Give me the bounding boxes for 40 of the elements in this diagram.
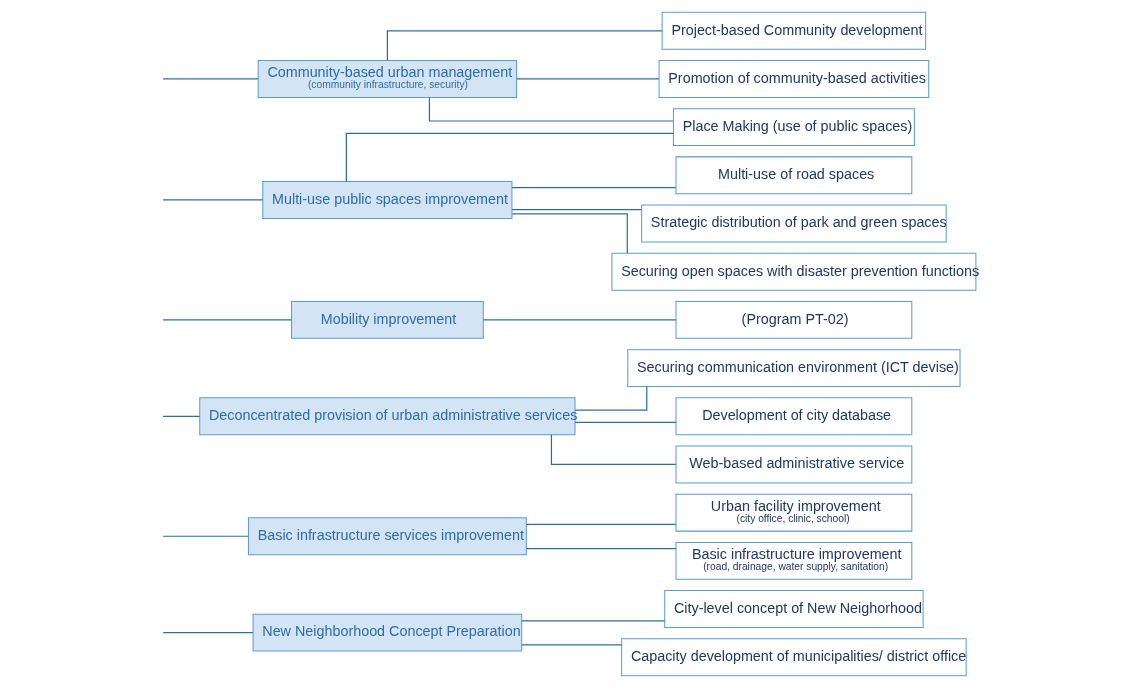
connector <box>511 213 628 254</box>
connector <box>520 620 665 622</box>
node-box: Securing communication environment (ICT devise) <box>626 349 961 388</box>
connector <box>574 421 677 424</box>
connector <box>428 96 674 122</box>
node-box: Promotion of community-based activities <box>658 60 929 98</box>
node-box: Project-based Community development <box>661 11 926 50</box>
connector <box>525 547 677 550</box>
connector <box>386 30 663 62</box>
connector <box>550 434 676 466</box>
node-box: Development of city database <box>675 397 912 436</box>
connector <box>162 415 200 417</box>
node-box: (Program PT-02) <box>675 300 912 339</box>
node-box: Multi-use of road spaces <box>675 156 912 195</box>
node-box: Web-based administrative service <box>675 445 912 484</box>
node-box: Basic infrastructure services improvement <box>247 517 527 556</box>
connector <box>520 644 622 646</box>
node-box: Urban facility improvement (city office, clinic, school) <box>675 493 912 532</box>
node-box: Basic infrastructure improvement (road, drainage, water supply, sanitation) <box>675 541 912 580</box>
connector <box>511 208 642 211</box>
connector <box>574 386 647 411</box>
node-box: Mobility improvement <box>290 300 484 339</box>
node-box: Strategic distribution of park and green spaces <box>640 204 947 243</box>
connector <box>482 319 677 321</box>
connector <box>162 632 253 634</box>
node-box: Place Making (use of public spaces) <box>672 108 915 147</box>
connector <box>162 535 249 537</box>
node-box: New Neighborhood Concept Preparation <box>252 613 522 652</box>
connector <box>515 78 660 80</box>
node-box: Deconcentrated provision of urban administrative services <box>198 397 576 436</box>
connector <box>162 199 263 201</box>
node-box: Capacity development of municipalities/ district office <box>620 638 967 677</box>
connector <box>162 319 292 321</box>
node-box: Multi-use public spaces improvement <box>261 180 512 219</box>
node-box: Community-based urban management (community infrastructure, security) <box>257 60 517 98</box>
node-box: City-level concept of New Neighorhood <box>663 590 924 628</box>
connector <box>511 187 676 189</box>
connector <box>162 78 259 80</box>
connector <box>525 523 677 526</box>
connector <box>345 132 674 182</box>
